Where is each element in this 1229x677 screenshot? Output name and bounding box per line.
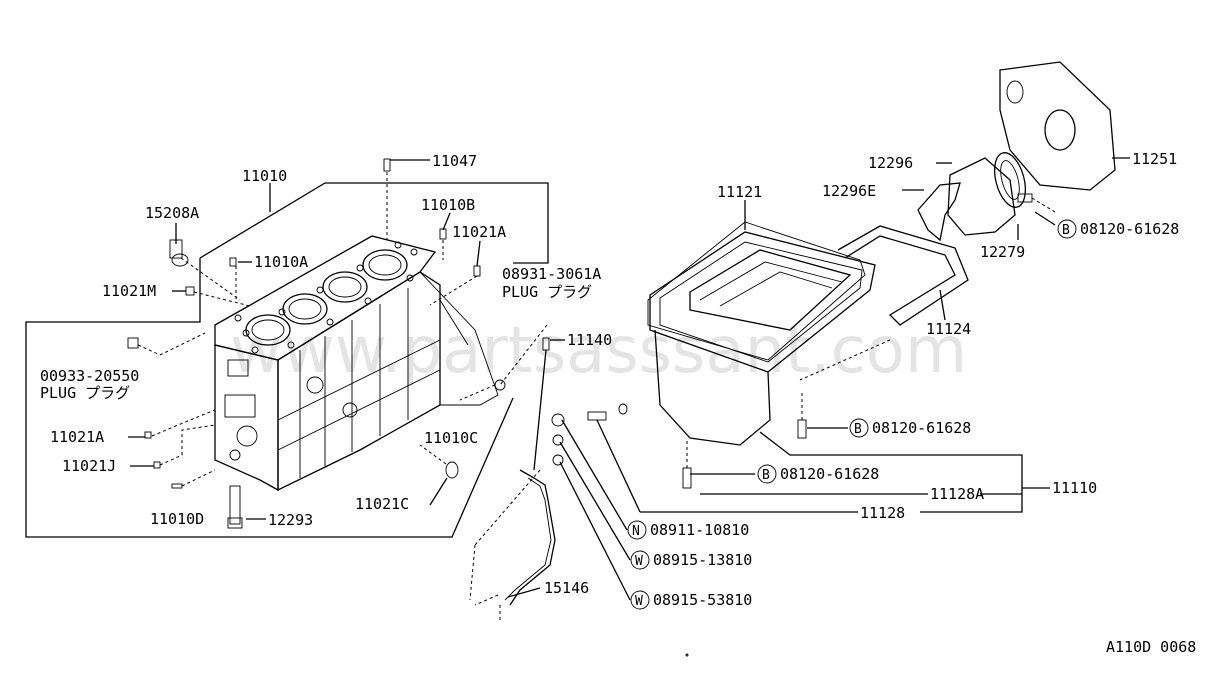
label-11251: 11251 (1132, 150, 1177, 168)
marker-b-low: B (762, 468, 770, 483)
marker-b-mid: B (854, 422, 862, 437)
part-labels: 11010 11047 15208A 11010B 11021A 11010A … (40, 150, 1196, 656)
oilpan-bracket (596, 419, 1050, 513)
label-08120-right: 08120-61628 (1080, 220, 1179, 238)
label-11010c: 11010C (424, 429, 478, 447)
marker-b-right: B (1062, 223, 1070, 238)
label-12279: 12279 (980, 243, 1025, 261)
oil-pan (587, 221, 969, 657)
label-11021j: 11021J (62, 457, 116, 475)
label-15208a: 15208A (145, 204, 199, 222)
label-11010: 11010 (242, 167, 287, 185)
label-11010d: 11010D (150, 510, 204, 528)
label-08120-mid: 08120-61628 (872, 419, 971, 437)
label-11021m: 11021M (102, 282, 156, 300)
label-11021a-top: 11021A (452, 223, 506, 241)
label-00933-plug: PLUG プラグ (40, 384, 130, 402)
cylinder-block (127, 158, 506, 529)
label-11110: 11110 (1052, 479, 1097, 497)
label-11124: 11124 (926, 320, 971, 338)
label-12296e: 12296E (822, 182, 876, 200)
label-00933: 00933-20550 (40, 367, 139, 385)
label-08931-plug: PLUG プラグ (502, 283, 592, 301)
label-11047: 11047 (432, 152, 477, 170)
label-12293: 12293 (268, 511, 313, 529)
markers: B B B N W W (627, 219, 1077, 610)
label-11021c: 11021C (355, 495, 409, 513)
marker-n: N (632, 524, 640, 539)
label-08915-53810: 08915-53810 (653, 591, 752, 609)
label-15146: 15146 (544, 579, 589, 597)
marker-w-1: W (635, 554, 643, 569)
label-11128: 11128 (860, 504, 905, 522)
marker-w-2: W (635, 594, 643, 609)
label-11021a-left: 11021A (50, 428, 104, 446)
label-08120-low: 08120-61628 (780, 465, 879, 483)
rear-seal-assembly (917, 61, 1116, 242)
watermark: www.partsasssant.com (230, 314, 967, 388)
label-08915-13810: 08915-13810 (653, 551, 752, 569)
leaders (128, 157, 1130, 601)
label-11140: 11140 (567, 331, 612, 349)
label-11010b: 11010B (421, 196, 475, 214)
dipstick (469, 324, 565, 620)
label-11128a: 11128A (930, 485, 984, 503)
diagram-code: A110D 0068 (1106, 638, 1196, 656)
label-12296: 12296 (868, 154, 913, 172)
label-08911: 08911-10810 (650, 521, 749, 539)
block-frame (25, 182, 549, 538)
label-11010a: 11010A (254, 253, 308, 271)
label-11121: 11121 (717, 183, 762, 201)
label-08931: 08931-3061A (502, 265, 601, 283)
